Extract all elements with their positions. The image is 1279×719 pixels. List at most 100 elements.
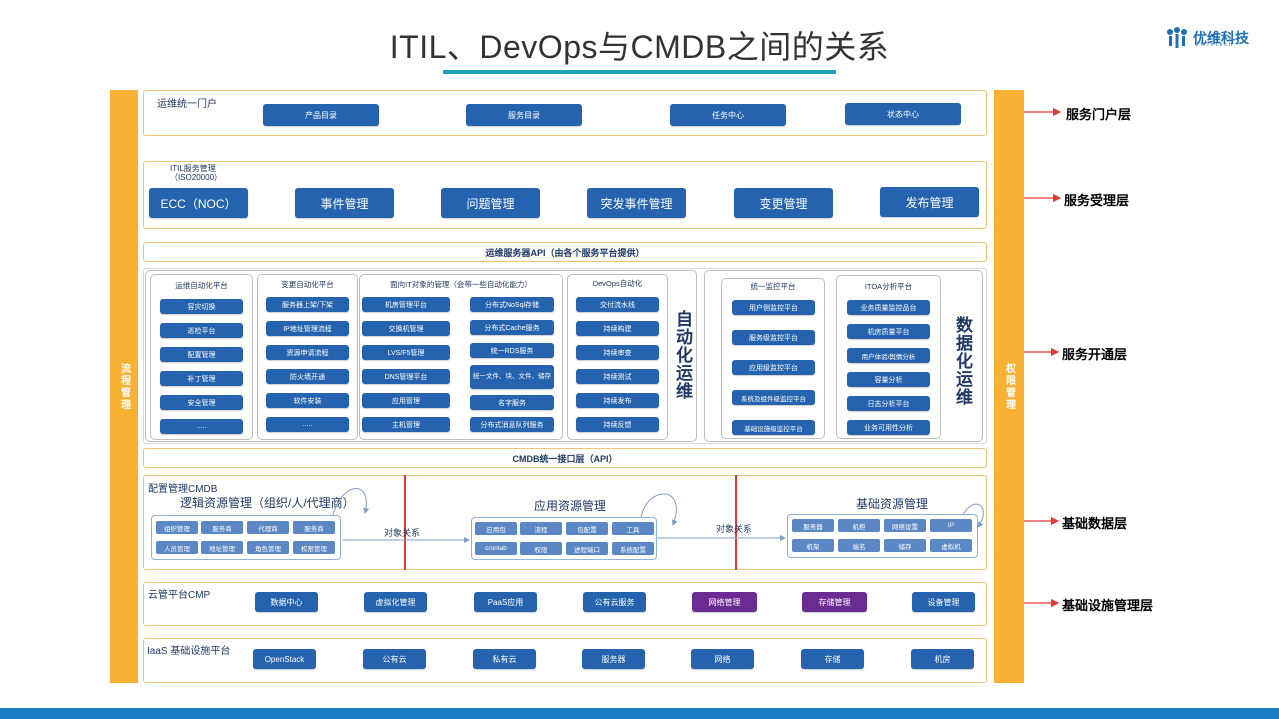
base-item[interactable]: 机柜 — [838, 519, 880, 532]
platform-item[interactable]: 容灾切换 — [160, 299, 243, 314]
base-item[interactable]: 服务器 — [792, 519, 834, 532]
cmp-button[interactable]: PaaS应用 — [474, 592, 537, 612]
devops-item[interactable]: 持续发布 — [576, 393, 659, 408]
cmp-button[interactable]: 公有云服务 — [583, 592, 646, 612]
devops-automation-title: DevOps自动化 — [592, 279, 643, 288]
base-item[interactable]: 机架 — [792, 539, 834, 552]
devops-item[interactable]: 持续构建 — [576, 321, 659, 336]
iaas-button[interactable]: 网络 — [691, 649, 754, 669]
it-object-item[interactable]: 分布式消息队列服务 — [470, 417, 554, 432]
logo-icon — [1167, 27, 1187, 48]
platform-item[interactable]: 安全管理 — [160, 395, 243, 410]
ecc-noc-button[interactable]: ECC（NOC） — [149, 188, 248, 218]
logic-item[interactable]: 权限管理 — [293, 541, 335, 554]
base-item[interactable]: 储存 — [884, 539, 926, 552]
platform-item[interactable]: ..... — [160, 419, 243, 434]
it-object-item[interactable]: 统一RDS服务 — [470, 343, 554, 358]
logic-resource-title: 逻辑资源管理（组织/人/代理商） — [180, 496, 355, 510]
it-object-item[interactable]: 机房管理平台 — [362, 297, 450, 312]
change-item[interactable]: IP地址管理流程 — [266, 321, 349, 336]
itoa-analysis-title: ITOA分析平台 — [864, 282, 913, 291]
change-item[interactable]: 服务器上架/下架 — [266, 297, 349, 312]
it-object-item[interactable]: 交换机管理 — [362, 321, 450, 336]
devops-item[interactable]: 交付流水线 — [576, 297, 659, 312]
change-item[interactable]: 软件安装 — [266, 393, 349, 408]
storage-management-button[interactable]: 存储管理 — [802, 592, 867, 612]
app-item[interactable]: 进程端口 — [566, 542, 608, 555]
permission-management-bar: 权限管理 — [994, 90, 1024, 683]
platform-item[interactable]: 巡检平台 — [160, 323, 243, 338]
emergency-management-button[interactable]: 突发事件管理 — [587, 188, 686, 218]
monitor-item[interactable]: 用户侧监控平台 — [732, 300, 815, 315]
base-item[interactable]: 端名 — [838, 539, 880, 552]
logic-item[interactable]: 组织管理 — [156, 521, 198, 534]
it-object-item[interactable]: 分布式NoSql存储 — [470, 297, 554, 312]
layer-label-acceptance: 服务受理层 — [1064, 193, 1130, 208]
app-item[interactable]: 应用包 — [475, 522, 517, 535]
it-object-item[interactable]: 名字服务 — [470, 395, 554, 410]
product-catalog-button[interactable]: 产品目录 — [263, 104, 379, 126]
devops-item[interactable]: 持续审查 — [576, 345, 659, 360]
devops-item[interactable]: 持续测试 — [576, 369, 659, 384]
app-item[interactable]: 流程 — [520, 522, 562, 535]
cmp-button[interactable]: 数据中心 — [255, 592, 318, 612]
logic-item[interactable]: 服务商 — [201, 521, 243, 534]
platform-item[interactable]: 配置管理 — [160, 347, 243, 362]
it-object-item[interactable]: 主机管理 — [362, 417, 450, 432]
task-center-button[interactable]: 任务中心 — [670, 104, 786, 126]
iaas-button[interactable]: OpenStack — [253, 649, 316, 669]
it-object-item[interactable]: 统一文件、块、文件、储存 — [470, 365, 554, 389]
data-ops-label: 数据化运维 — [953, 316, 972, 406]
monitor-item[interactable]: 应用级监控平台 — [732, 360, 815, 375]
base-item[interactable]: 网络设置 — [884, 519, 926, 532]
change-item[interactable]: ..... — [266, 417, 349, 432]
network-management-button[interactable]: 网络管理 — [692, 592, 757, 612]
logic-item[interactable]: 代理商 — [247, 521, 289, 534]
change-item[interactable]: 资源申请流程 — [266, 345, 349, 360]
cmdb-label: 配置管理CMDB — [148, 484, 218, 495]
monitor-item[interactable]: 服务级监控平台 — [732, 330, 815, 345]
app-item[interactable]: crontab — [475, 542, 517, 555]
status-center-button[interactable]: 状态中心 — [845, 103, 961, 125]
itoa-item[interactable]: 业务质量监控品台 — [847, 300, 930, 315]
iaas-button[interactable]: 公有云 — [363, 649, 426, 669]
logic-item[interactable]: 地址管理 — [201, 541, 243, 554]
itoa-item[interactable]: 机房质量平台 — [847, 324, 930, 339]
iaas-button[interactable]: 机房 — [911, 649, 974, 669]
base-item[interactable]: 虚拟机 — [930, 539, 972, 552]
logic-item[interactable]: 服务商 — [293, 521, 335, 534]
change-item[interactable]: 防火墙开通 — [266, 369, 349, 384]
itil-section — [143, 161, 987, 229]
monitor-item[interactable]: 基础设施级监控平台 — [732, 420, 815, 435]
monitor-item[interactable]: 系统及组件级监控平台 — [732, 390, 815, 405]
change-management-button[interactable]: 变更管理 — [734, 188, 833, 218]
iaas-button[interactable]: 私有云 — [473, 649, 536, 669]
it-object-item[interactable]: 分布式Cache服务 — [470, 320, 554, 335]
itoa-item[interactable]: 日志分析平台 — [847, 396, 930, 411]
release-management-button[interactable]: 发布管理 — [880, 187, 979, 217]
app-item[interactable]: 权限 — [520, 542, 562, 555]
logic-item[interactable]: 角色管理 — [247, 541, 289, 554]
base-item[interactable]: IP — [930, 519, 972, 532]
cmp-button[interactable]: 虚拟化管理 — [364, 592, 427, 612]
it-object-item[interactable]: 应用管理 — [362, 393, 450, 408]
unified-monitoring-title: 统一监控平台 — [750, 282, 796, 291]
itoa-item[interactable]: 业务可用性分析 — [847, 420, 930, 435]
itoa-item[interactable]: 容量分析 — [847, 372, 930, 387]
itoa-item[interactable]: 用户体验/舆情分析 — [847, 348, 930, 363]
incident-management-button[interactable]: 事件管理 — [295, 188, 394, 218]
app-item[interactable]: 工具 — [612, 522, 654, 535]
cmdb-api-bar: CMDB统一接口层（API） — [143, 448, 987, 468]
it-object-item[interactable]: DNS管理平台 — [362, 369, 450, 384]
problem-management-button[interactable]: 问题管理 — [441, 188, 540, 218]
app-item[interactable]: 包配置 — [566, 522, 608, 535]
iaas-button[interactable]: 服务器 — [582, 649, 645, 669]
logic-item[interactable]: 人员管理 — [156, 541, 198, 554]
iaas-button[interactable]: 存储 — [801, 649, 864, 669]
app-item[interactable]: 系统配置 — [612, 542, 654, 555]
service-catalog-button[interactable]: 服务目录 — [466, 104, 582, 126]
platform-item[interactable]: 补丁管理 — [160, 371, 243, 386]
it-object-item[interactable]: LVS/F5管理 — [362, 345, 450, 360]
devops-item[interactable]: 持续反馈 — [576, 417, 659, 432]
cmp-button[interactable]: 设备管理 — [912, 592, 975, 612]
